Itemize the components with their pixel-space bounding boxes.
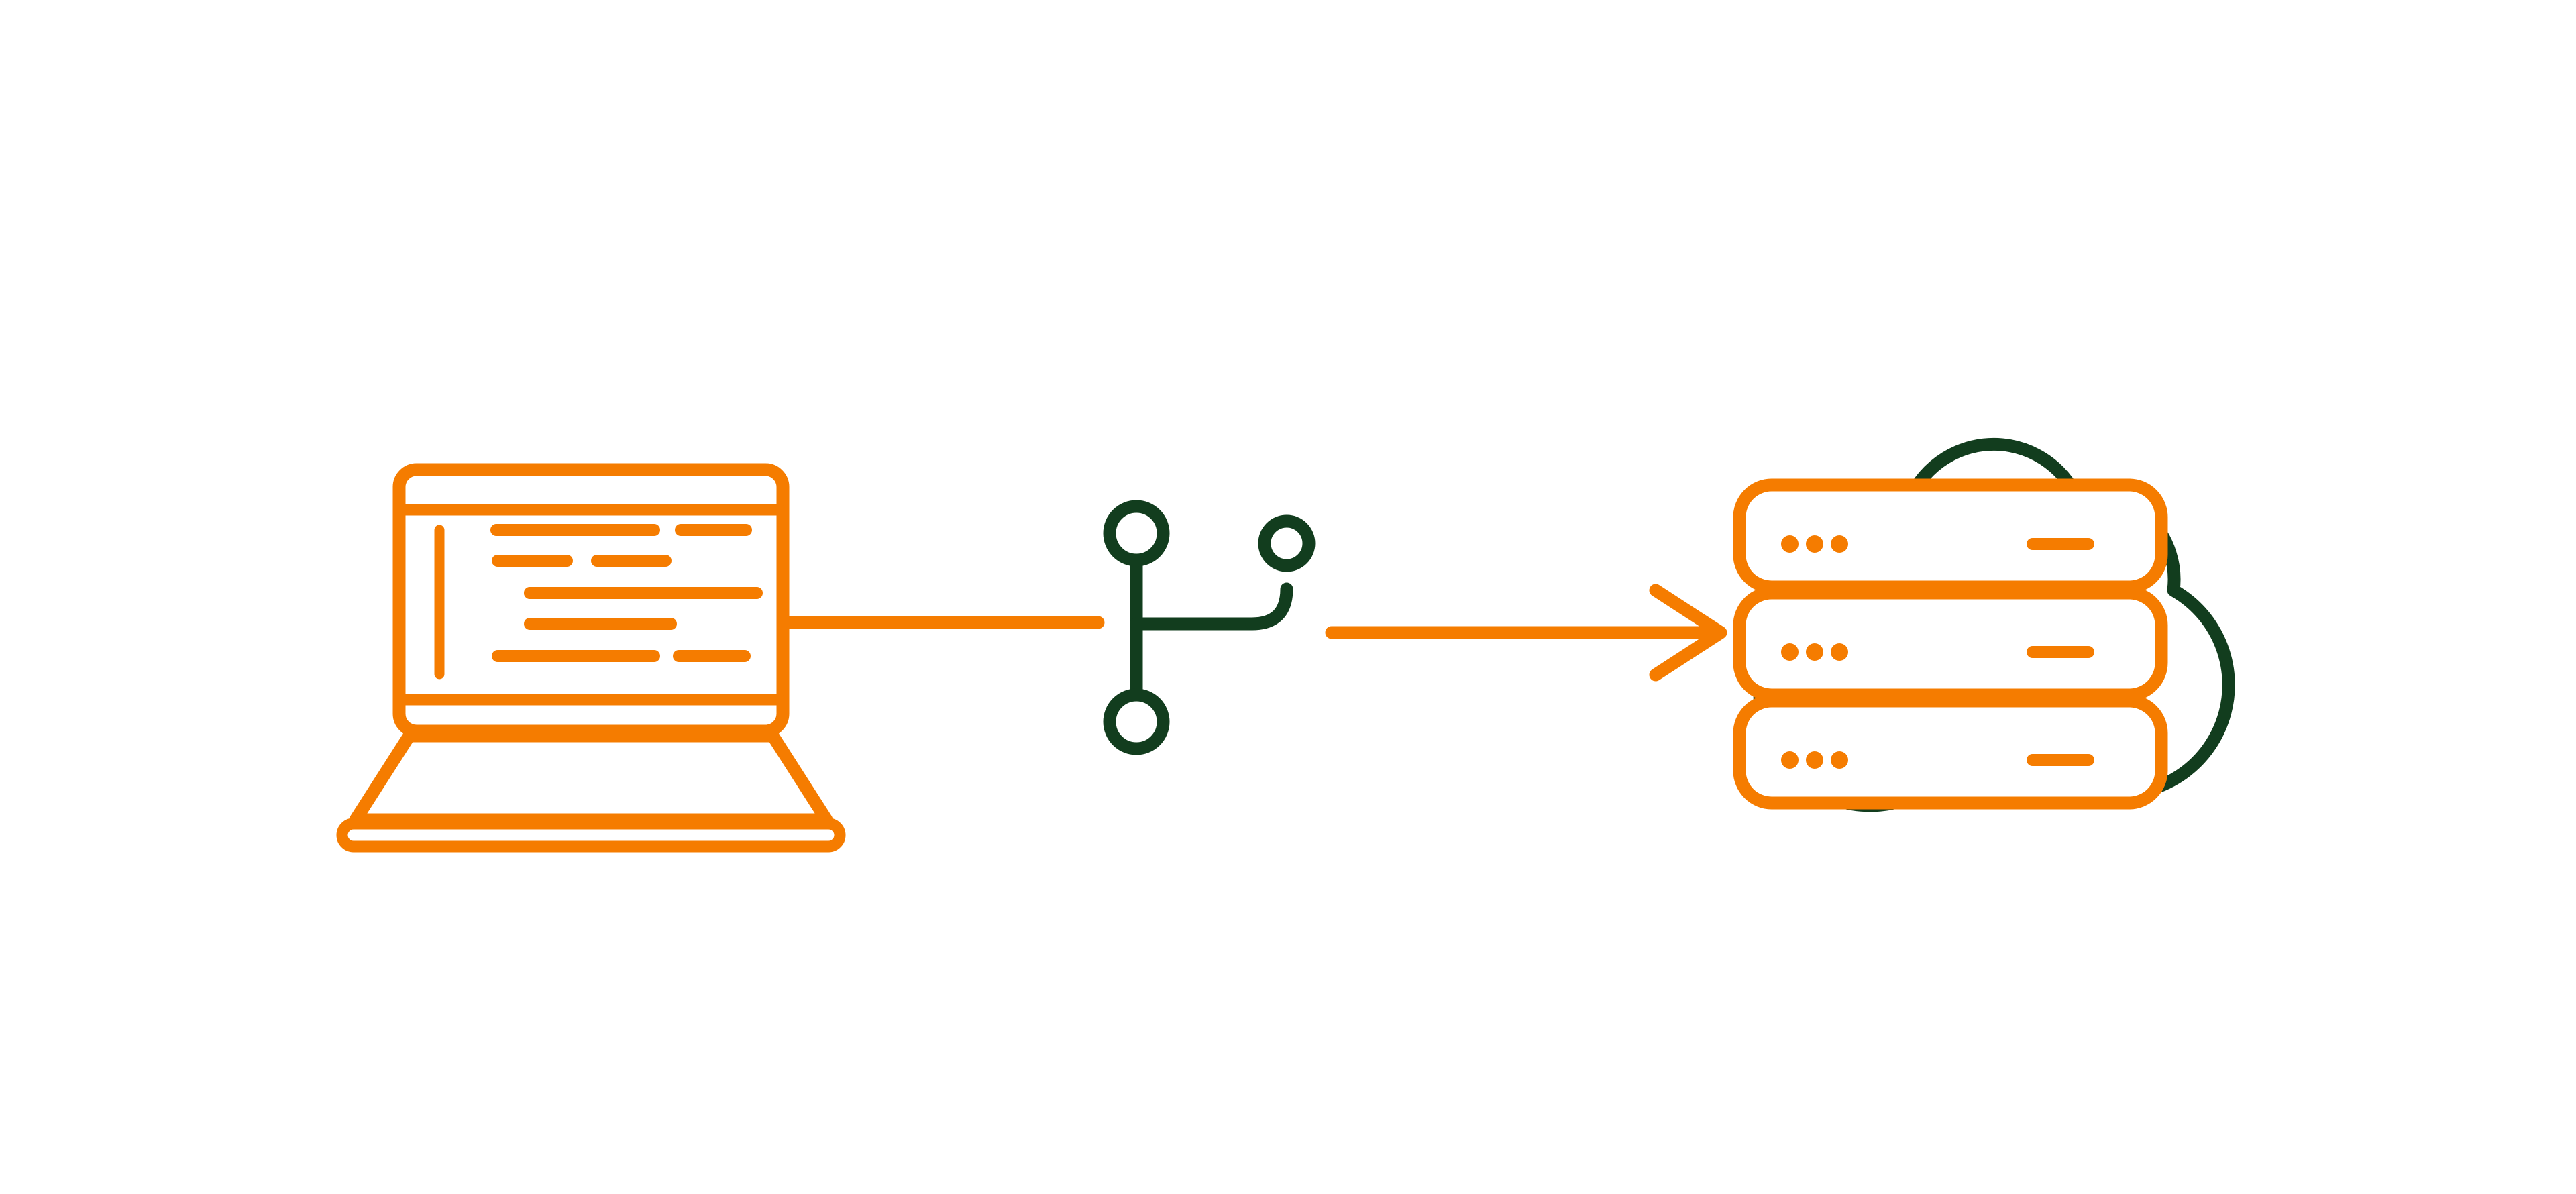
server-status-dot xyxy=(1781,643,1799,661)
git-commit-node-bottom[interactable] xyxy=(1103,688,1170,755)
git-commit-node-top[interactable] xyxy=(1103,500,1170,567)
server-rack-body xyxy=(1733,478,2168,594)
server-rack-body xyxy=(1733,586,2168,702)
server-status-dot xyxy=(1831,535,1848,553)
laptop-front-lip xyxy=(336,818,846,853)
server-rack-body xyxy=(1733,694,2168,810)
git-commit-node-branch[interactable] xyxy=(1258,514,1316,572)
server-status-dot xyxy=(1781,751,1799,769)
git-branch-curve xyxy=(1245,582,1293,631)
server-status-dot xyxy=(1806,643,1823,661)
connector-git-to-cloud xyxy=(1325,584,1727,682)
git-branch-icon[interactable] xyxy=(1103,500,1316,755)
server-status-dot xyxy=(1806,535,1823,553)
server-status-dot xyxy=(1806,751,1823,769)
server-rack-2[interactable] xyxy=(1733,586,2168,702)
server-status-dot xyxy=(1831,643,1848,661)
server-status-dot xyxy=(1781,535,1799,553)
laptop-base xyxy=(349,729,833,826)
arrow-right-icon xyxy=(1649,584,1727,682)
server-status-dot xyxy=(1831,751,1848,769)
server-rack-3[interactable] xyxy=(1733,694,2168,810)
laptop-code-icon[interactable] xyxy=(336,463,846,853)
cloud-server-stack-icon[interactable] xyxy=(1733,478,2168,810)
server-rack-1[interactable] xyxy=(1733,478,2168,594)
